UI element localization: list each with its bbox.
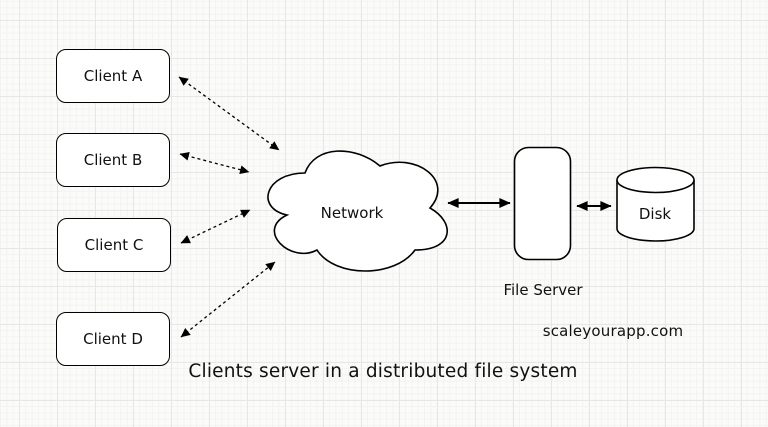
node-client-b: Client B	[56, 133, 170, 187]
node-client-d-label: Client D	[83, 330, 143, 348]
disk-label: Disk	[638, 205, 672, 223]
node-client-c: Client C	[57, 218, 171, 272]
diagram-caption: Clients server in a distributed file sys…	[188, 361, 578, 382]
disk-cylinder-top	[616, 166, 695, 194]
node-client-a-label: Client A	[83, 67, 143, 85]
node-client-a: Client A	[56, 49, 170, 103]
file-server-label: File Server	[503, 281, 583, 299]
node-client-b-label: Client B	[83, 151, 143, 169]
edge-client-d-network	[180, 261, 276, 338]
network-label: Network	[320, 204, 384, 222]
edge-client-a-network	[178, 76, 280, 151]
edge-client-c-network	[180, 209, 251, 244]
file-server-shape	[513, 146, 572, 261]
node-client-c-label: Client C	[84, 236, 144, 254]
edge-client-b-network	[179, 151, 250, 175]
network-cloud-shape	[267, 150, 448, 272]
disk-cylinder-body	[616, 180, 695, 242]
watermark-text: scaleyourapp.com	[542, 322, 684, 340]
node-client-d: Client D	[56, 312, 170, 366]
